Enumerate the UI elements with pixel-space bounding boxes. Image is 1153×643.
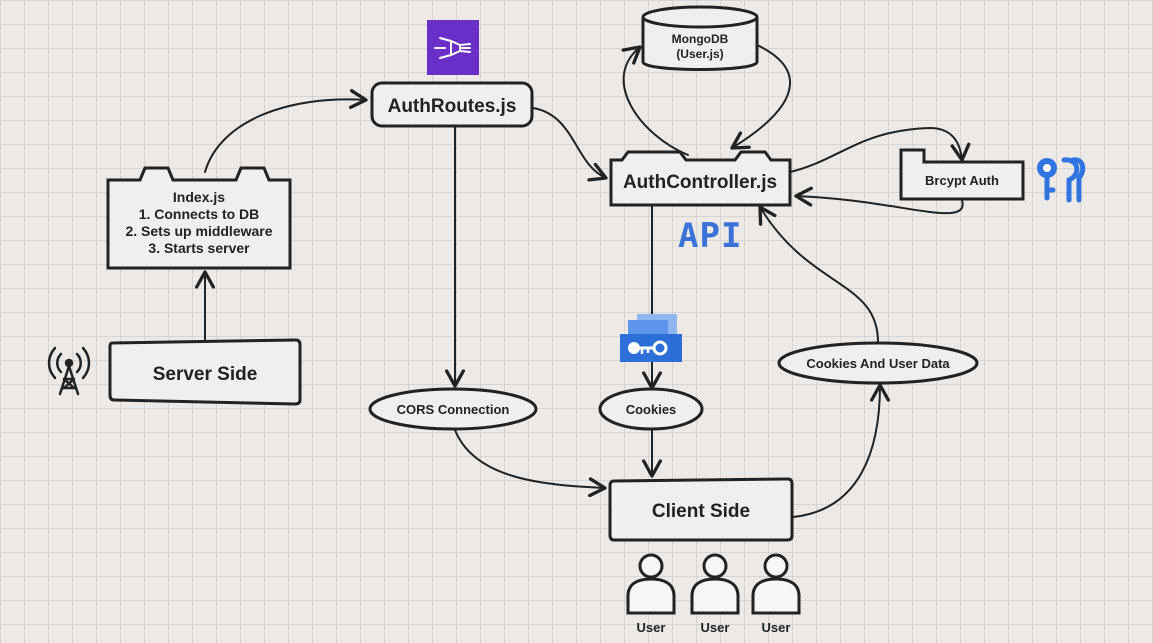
edge-cors-to-client — [454, 429, 607, 498]
edge-cookiesuserdata-to-authcontroller — [758, 205, 880, 346]
node-cookies-user-data[interactable]: Cookies And User Data — [777, 341, 979, 385]
node-bcrypt[interactable]: Brcypt Auth — [899, 148, 1025, 201]
cookies-label: Cookies — [626, 402, 677, 417]
node-cors[interactable]: CORS Connection — [368, 387, 538, 431]
edge-authcontroller-to-mongodb — [621, 45, 689, 156]
server-side-label: Server Side — [153, 364, 258, 385]
edge-mongodb-to-authcontroller — [730, 44, 791, 150]
user-icon — [690, 553, 740, 615]
keys-icon — [1037, 157, 1086, 203]
node-auth-controller[interactable]: AuthController.js — [609, 150, 792, 207]
user-label-1: User — [637, 620, 666, 635]
edges — [195, 44, 971, 518]
edge-bcrypt-to-authcontroller — [794, 186, 964, 215]
user-icon — [751, 553, 801, 615]
edge-authcontroller-to-bcrypt — [789, 126, 971, 173]
edge-index-to-authroutes — [204, 89, 368, 173]
node-client-side[interactable]: Client Side — [608, 477, 794, 542]
key-vault-icon — [620, 314, 682, 362]
node-server-side[interactable]: Server Side — [108, 338, 302, 406]
router-icon — [427, 20, 479, 75]
edge-client-to-cookiesuserdata — [792, 383, 890, 518]
node-mongodb[interactable]: MongoDB (User.js) — [641, 5, 759, 71]
user-1: User — [626, 553, 676, 635]
user-label-2: User — [701, 620, 730, 635]
node-index[interactable]: Index.js 1. Connects to DB 2. Sets up mi… — [106, 166, 292, 270]
client-side-label: Client Side — [652, 501, 750, 522]
mongodb-line-2: (User.js) — [676, 47, 723, 61]
index-line-2: 2. Sets up middleware — [125, 223, 272, 239]
index-line-3: 3. Starts server — [148, 240, 250, 256]
api-icon: API — [678, 216, 742, 256]
index-title: Index.js — [173, 189, 225, 205]
user-label-3: User — [762, 620, 791, 635]
cookies-user-data-label: Cookies And User Data — [806, 356, 950, 371]
auth-routes-label: AuthRoutes.js — [388, 96, 517, 117]
user-2: User — [690, 553, 740, 635]
cors-label: CORS Connection — [397, 402, 510, 417]
user-3: User — [751, 553, 801, 635]
auth-controller-label: AuthController.js — [623, 172, 777, 193]
radio-tower-icon — [47, 346, 91, 396]
index-line-1: 1. Connects to DB — [139, 206, 260, 222]
edge-authroutes-to-authcontroller — [532, 107, 608, 182]
user-icon — [626, 553, 676, 615]
bcrypt-label: Brcypt Auth — [925, 173, 999, 188]
node-cookies[interactable]: Cookies — [598, 387, 704, 431]
node-auth-routes[interactable]: AuthRoutes.js — [370, 81, 534, 128]
mongodb-line-1: MongoDB — [672, 32, 729, 46]
api-label: API — [678, 216, 742, 256]
